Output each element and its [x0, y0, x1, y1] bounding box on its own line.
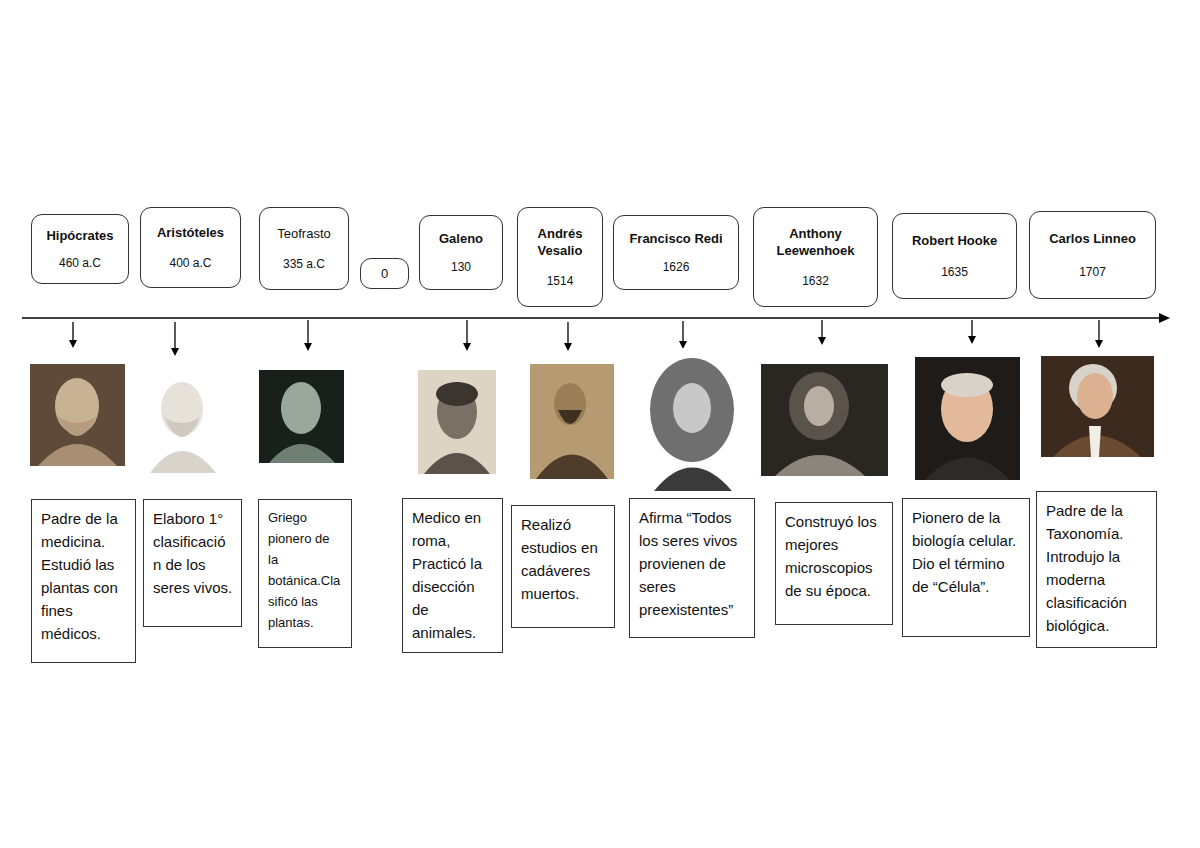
- year-label: 130: [451, 259, 471, 275]
- name-year-box: Francisco Redi 1626: [613, 215, 739, 290]
- name-year-box: Anthony Leewenhoek 1632: [753, 207, 878, 307]
- portrait: [418, 370, 496, 474]
- year-label: 1626: [663, 259, 690, 275]
- person-name: Hipócrates: [46, 227, 113, 244]
- time-axis: [22, 317, 1160, 319]
- year-label: 1635: [941, 264, 968, 280]
- year-label: 335 a.C: [283, 256, 325, 272]
- description-box: Elaboro 1° clasificación de los seres vi…: [143, 499, 242, 627]
- description-box: Realizó estudios en cadáveres muertos.: [511, 505, 615, 628]
- year-label: 1514: [547, 273, 574, 289]
- portrait: [530, 364, 614, 479]
- name-year-box: Robert Hooke 1635: [892, 213, 1017, 299]
- description-text: Padre de la medicina. Estudió las planta…: [41, 507, 127, 645]
- description-box: Padre de la medicina. Estudió las planta…: [31, 499, 136, 663]
- name-year-box: Carlos Linneo 1707: [1029, 211, 1156, 299]
- name-year-box: Andrés Vesalio 1514: [517, 207, 603, 307]
- person-name: Francisco Redi: [629, 230, 722, 247]
- name-year-box: 0: [360, 258, 409, 289]
- description-text: Padre de la Taxonomía. Introdujo la mode…: [1046, 499, 1148, 637]
- pointer-arrows: [73, 320, 1099, 349]
- portrait: [640, 348, 745, 491]
- name-year-box: Teofrasto 335 a.C: [259, 207, 349, 290]
- name-year-box: Aristóteles 400 a.C: [140, 207, 241, 288]
- year-label: 400 a.C: [169, 255, 211, 271]
- portrait: [140, 367, 225, 473]
- portrait: [761, 364, 888, 476]
- person-name: Teofrasto: [277, 225, 330, 242]
- name-year-box: Hipócrates 460 a.C: [31, 214, 129, 284]
- person-name: Carlos Linneo: [1049, 230, 1136, 247]
- description-box: Medico en roma, Practicó la disección de…: [402, 498, 503, 653]
- portrait: [259, 370, 344, 463]
- portrait: [915, 357, 1020, 480]
- description-box: Pionero de la biología celular. Dio el t…: [902, 498, 1030, 637]
- axis-arrowhead: [1159, 313, 1170, 323]
- year-label: 460 a.C: [59, 255, 101, 271]
- description-box: Afirma “Todos los seres vivos provienen …: [629, 498, 755, 638]
- description-box: Padre de la Taxonomía. Introdujo la mode…: [1036, 491, 1157, 648]
- person-name: Robert Hooke: [912, 232, 997, 249]
- portrait: [30, 364, 125, 466]
- description-text: Construyó los mejores microscopios de su…: [785, 510, 884, 602]
- description-text: Griego pionero de la botánica.Clasificó …: [268, 507, 343, 633]
- description-text: Elaboro 1° clasificación de los seres vi…: [153, 507, 233, 599]
- description-box: Construyó los mejores microscopios de su…: [775, 502, 893, 625]
- year-label: 1632: [802, 273, 829, 289]
- portrait: [1041, 356, 1154, 457]
- description-text: Pionero de la biología celular. Dio el t…: [912, 506, 1021, 598]
- name-year-box: Galeno 130: [419, 215, 503, 290]
- person-name: Galeno: [439, 230, 483, 247]
- person-name: Anthony Leewenhoek: [759, 225, 872, 259]
- person-name: Andrés Vesalio: [523, 225, 597, 259]
- year-label: 1707: [1079, 264, 1106, 280]
- description-box: Griego pionero de la botánica.Clasificó …: [258, 499, 352, 648]
- description-text: Afirma “Todos los seres vivos provienen …: [639, 506, 746, 621]
- pointer-arrowheads: [69, 336, 1103, 356]
- description-text: Realizó estudios en cadáveres muertos.: [521, 513, 606, 605]
- description-text: Medico en roma, Practicó la disección de…: [412, 506, 494, 644]
- person-name: Aristóteles: [157, 224, 224, 241]
- person-name: 0: [381, 265, 388, 282]
